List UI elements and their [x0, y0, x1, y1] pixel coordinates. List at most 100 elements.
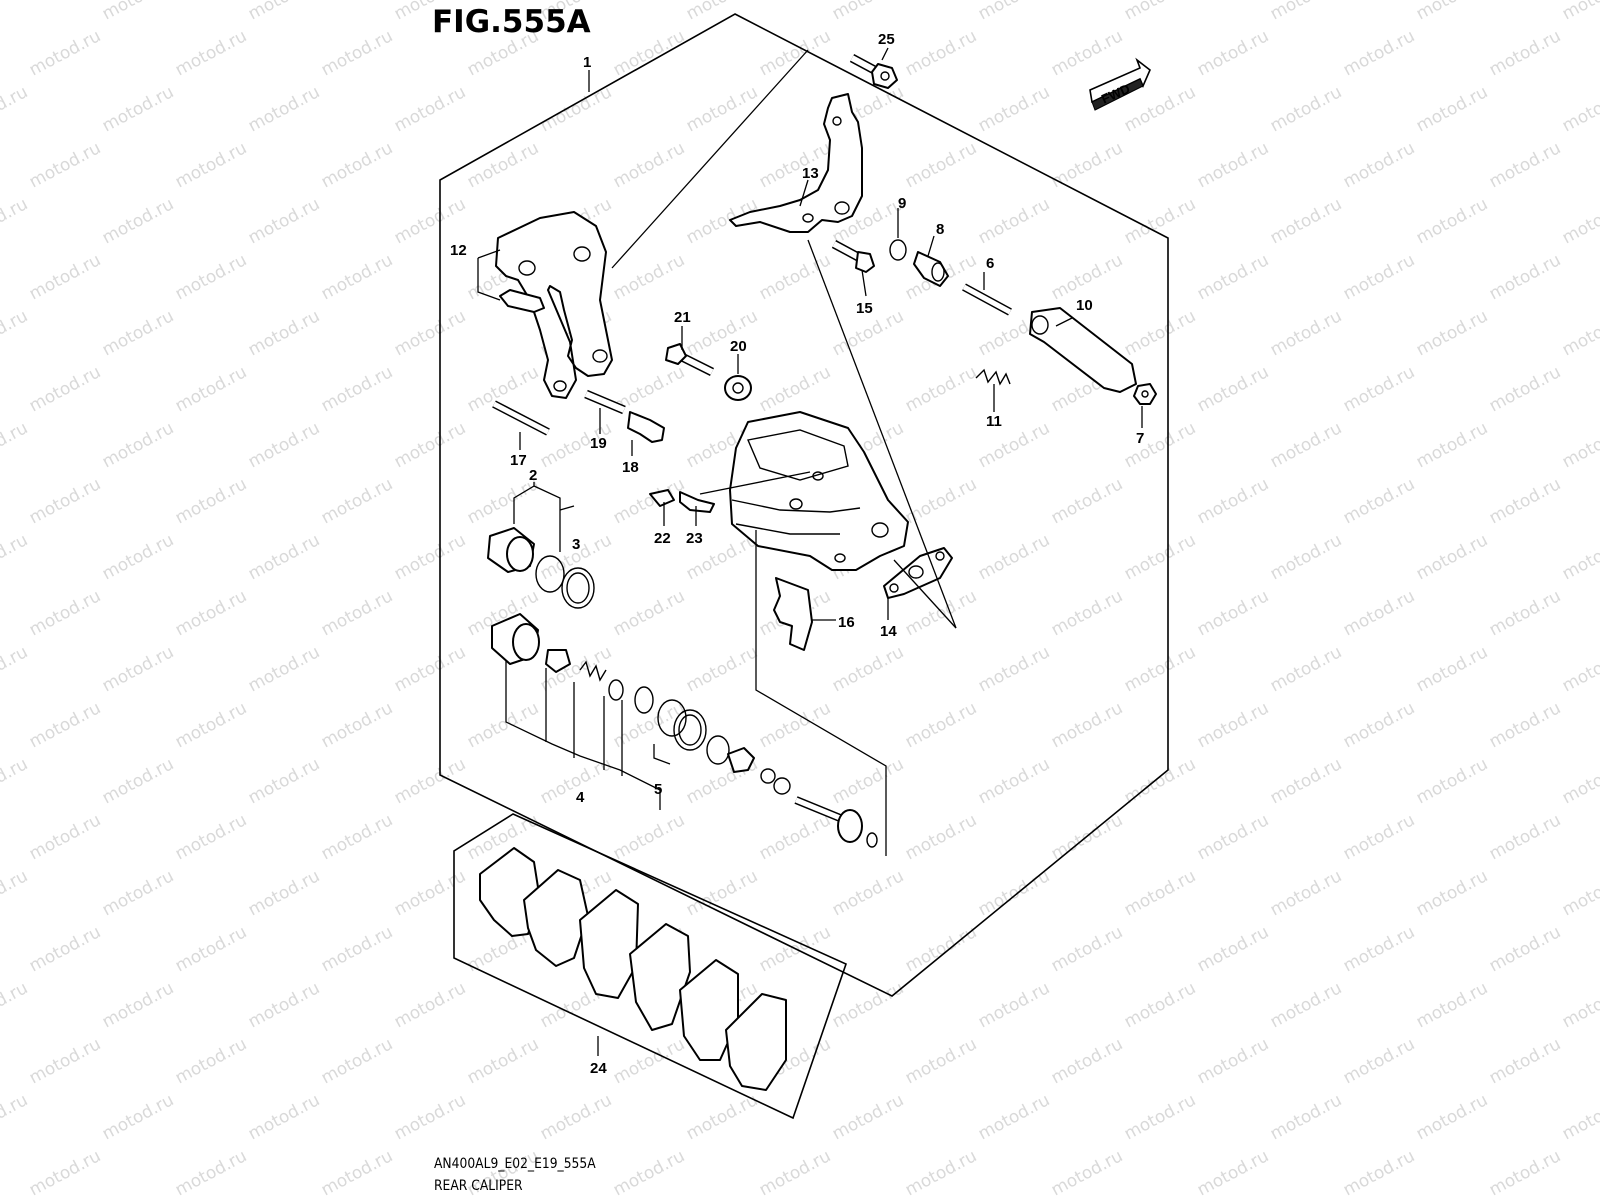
- watermark-text: motod.ru: [537, 82, 615, 136]
- watermark-text: motod.ru: [391, 194, 469, 248]
- watermark-text: motod.ru: [975, 82, 1053, 136]
- watermark-text: motod.ru: [99, 978, 177, 1032]
- watermark-text: motod.ru: [464, 1034, 542, 1088]
- callout-7: 7: [1136, 430, 1144, 447]
- watermark-text: motod.ru: [99, 530, 177, 584]
- watermark-text: motod.ru: [172, 1146, 250, 1200]
- watermark-text: motod.ru: [902, 138, 980, 192]
- adjuster-bolt-6: [962, 283, 1012, 316]
- pad-set-frame: [453, 813, 847, 1120]
- watermark-text: motod.ru: [829, 642, 907, 696]
- callout-17: 17: [510, 452, 527, 469]
- watermark-text: motod.ru: [172, 474, 250, 528]
- watermark-text: motod.ru: [1194, 138, 1272, 192]
- watermark-text: motod.ru: [1267, 978, 1345, 1032]
- watermark-text: motod.ru: [0, 978, 31, 1032]
- callout-23: 23: [686, 530, 703, 547]
- watermark-text: motod.ru: [1267, 82, 1345, 136]
- callout-6: 6: [986, 255, 994, 272]
- watermark-text: motod.ru: [1340, 810, 1418, 864]
- watermark-text: motod.ru: [1340, 474, 1418, 528]
- watermark-text: motod.ru: [1121, 418, 1199, 472]
- watermark-text: motod.ru: [537, 1090, 615, 1144]
- watermark-text: motod.ru: [1121, 866, 1199, 920]
- watermark-text: motod.ru: [610, 26, 688, 80]
- watermark-text: motod.ru: [1121, 306, 1199, 360]
- watermark-text: motod.ru: [0, 194, 31, 248]
- caliper-body: [729, 411, 909, 571]
- watermark-text: motod.ru: [0, 530, 31, 584]
- callout-19: 19: [590, 435, 607, 452]
- callout-13: 13: [802, 165, 819, 182]
- watermark-text: motod.ru: [1267, 530, 1345, 584]
- watermark-text: motod.ru: [902, 362, 980, 416]
- watermark-text: motod.ru: [1559, 530, 1600, 584]
- watermark-text: motod.ru: [26, 138, 104, 192]
- watermark-text: motod.ru: [1486, 474, 1564, 528]
- caliper-assembly-frame: [439, 13, 1169, 997]
- watermark-text: motod.ru: [1559, 978, 1600, 1032]
- watermark-text: motod.ru: [1413, 642, 1491, 696]
- callout-14: 14: [880, 623, 897, 640]
- watermark-text: motod.ru: [245, 306, 323, 360]
- watermark-text: motod.ru: [1340, 138, 1418, 192]
- watermark-text: motod.ru: [245, 530, 323, 584]
- watermark-text: motod.ru: [318, 362, 396, 416]
- callout-11: 11: [986, 413, 1002, 430]
- watermark-text: motod.ru: [975, 754, 1053, 808]
- watermark-text: motod.ru: [391, 418, 469, 472]
- watermark-text: motod.ru: [1121, 0, 1199, 24]
- watermark-text: motod.ru: [1486, 922, 1564, 976]
- watermark-text: motod.ru: [610, 250, 688, 304]
- watermark-text: motod.ru: [1194, 810, 1272, 864]
- callout-12: 12: [450, 242, 467, 259]
- watermark-text: motod.ru: [610, 138, 688, 192]
- watermark-text: motod.ru: [26, 362, 104, 416]
- callout-15: 15: [856, 300, 873, 317]
- watermark-text: motod.ru: [391, 82, 469, 136]
- watermark-text: motod.ru: [975, 642, 1053, 696]
- watermark-text: motod.ru: [391, 978, 469, 1032]
- watermark-text: motod.ru: [1267, 194, 1345, 248]
- lever-10: [1029, 307, 1137, 393]
- watermark-text: motod.ru: [1486, 250, 1564, 304]
- watermark-text: motod.ru: [0, 754, 31, 808]
- watermark-text: motod.ru: [1267, 0, 1345, 24]
- watermark-text: motod.ru: [464, 698, 542, 752]
- watermark-text: motod.ru: [391, 754, 469, 808]
- brake-pads-24: [479, 847, 787, 1091]
- watermark-text: motod.ru: [829, 1090, 907, 1144]
- watermark-text: motod.ru: [318, 138, 396, 192]
- watermark-text: motod.ru: [1340, 698, 1418, 752]
- watermark-text: motod.ru: [245, 866, 323, 920]
- watermark-text: motod.ru: [1048, 1146, 1126, 1200]
- watermark-text: motod.ru: [902, 810, 980, 864]
- watermark-text: motod.ru: [1048, 474, 1126, 528]
- bolt-15: [831, 240, 875, 273]
- watermark-text: motod.ru: [1340, 26, 1418, 80]
- watermark-text: motod.ru: [610, 810, 688, 864]
- watermark-text: motod.ru: [245, 418, 323, 472]
- watermark-text: motod.ru: [683, 82, 761, 136]
- watermark-text: motod.ru: [1559, 754, 1600, 808]
- watermark-text: motod.ru: [1194, 922, 1272, 976]
- watermark-text: motod.ru: [756, 1146, 834, 1200]
- watermark-text: motod.ru: [1413, 866, 1491, 920]
- watermark-text: motod.ru: [1194, 250, 1272, 304]
- watermark-text: motod.ru: [1413, 82, 1491, 136]
- watermark-text: motod.ru: [1267, 1090, 1345, 1144]
- watermark-text: motod.ru: [902, 922, 980, 976]
- watermark-text: motod.ru: [829, 754, 907, 808]
- watermark-text: motod.ru: [1267, 754, 1345, 808]
- watermark-text: motod.ru: [756, 698, 834, 752]
- watermark-text: motod.ru: [1559, 0, 1600, 24]
- watermark-text: motod.ru: [610, 1146, 688, 1200]
- watermark-text: motod.ru: [245, 0, 323, 24]
- watermark-text: motod.ru: [1340, 1034, 1418, 1088]
- watermark-text: motod.ru: [975, 194, 1053, 248]
- watermark-text: motod.ru: [391, 530, 469, 584]
- watermark-text: motod.ru: [829, 978, 907, 1032]
- adjuster-4: [545, 649, 654, 714]
- watermark-text: motod.ru: [1413, 754, 1491, 808]
- callout-3: 3: [572, 536, 580, 553]
